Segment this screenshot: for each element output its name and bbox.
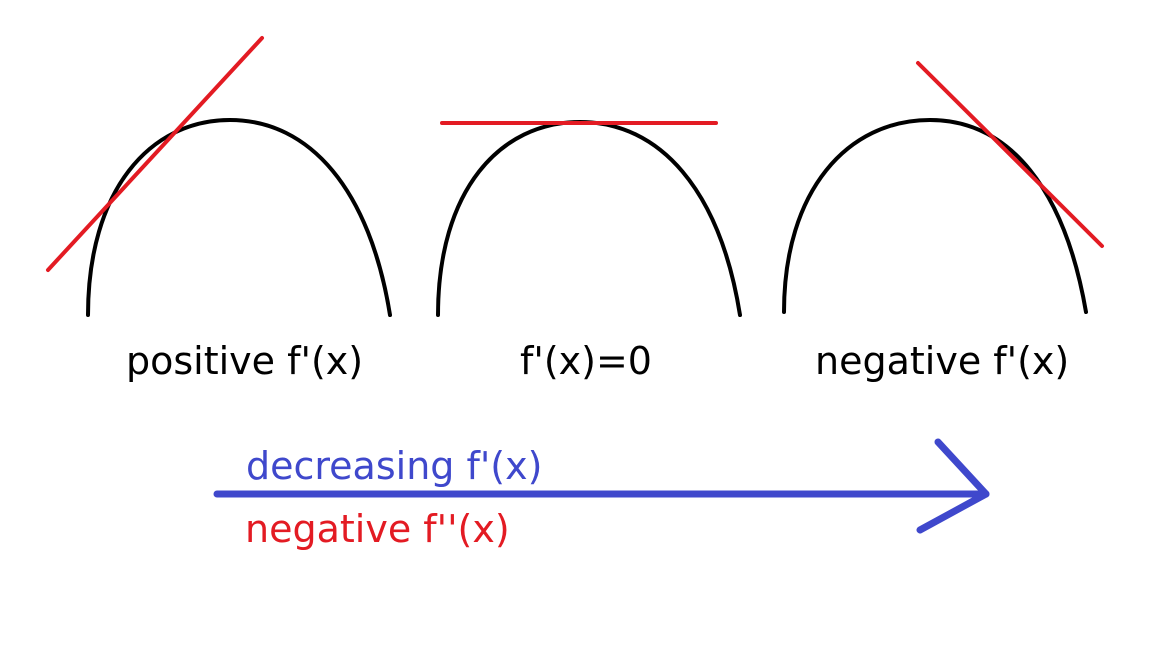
parabola-middle bbox=[436, 119, 742, 317]
arrow-head bbox=[916, 438, 990, 534]
arrow-label-decreasing: decreasing f'(x) bbox=[246, 444, 543, 488]
tangent-line-positive bbox=[46, 36, 264, 272]
panel-label-zero: f'(x)=0 bbox=[520, 339, 652, 383]
panel-label-negative: negative f'(x) bbox=[815, 339, 1070, 383]
panel-label-positive: positive f'(x) bbox=[126, 339, 364, 383]
parabola-left bbox=[86, 117, 392, 317]
arrow-label-second-derivative: negative f''(x) bbox=[245, 507, 510, 551]
parabola-right bbox=[782, 117, 1088, 314]
tangent-line-negative bbox=[916, 61, 1104, 248]
